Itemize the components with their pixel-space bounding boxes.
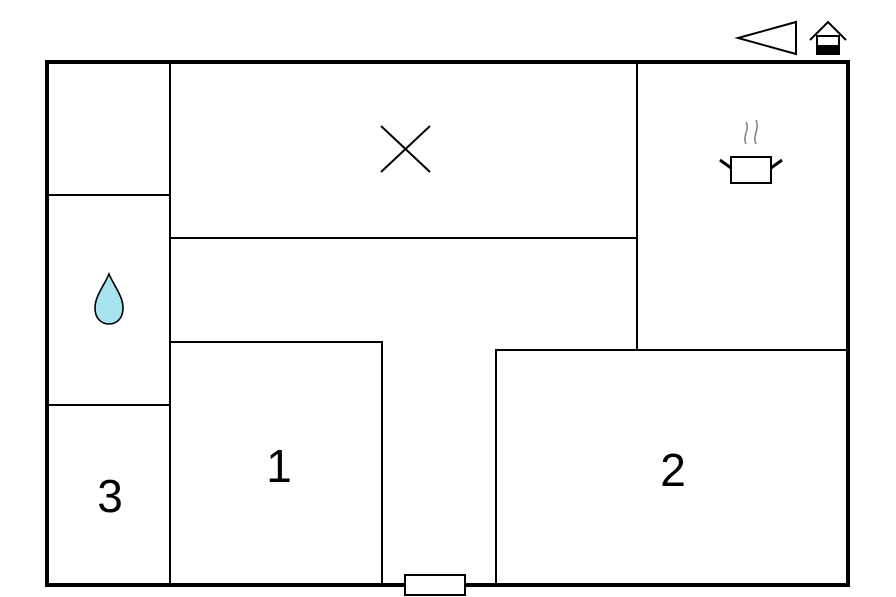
room-label-3: 3	[97, 470, 123, 522]
interior-walls	[47, 62, 848, 585]
water-drop-icon	[94, 271, 124, 325]
door-marker	[404, 574, 466, 596]
room-label-1: 1	[266, 440, 292, 492]
cooking-pot-icon	[719, 119, 783, 184]
outer-wall	[45, 60, 850, 587]
cross-icon	[380, 125, 431, 173]
direction-arrow-icon	[734, 20, 797, 56]
room-label-2: 2	[660, 444, 686, 496]
house-icon	[809, 20, 847, 55]
